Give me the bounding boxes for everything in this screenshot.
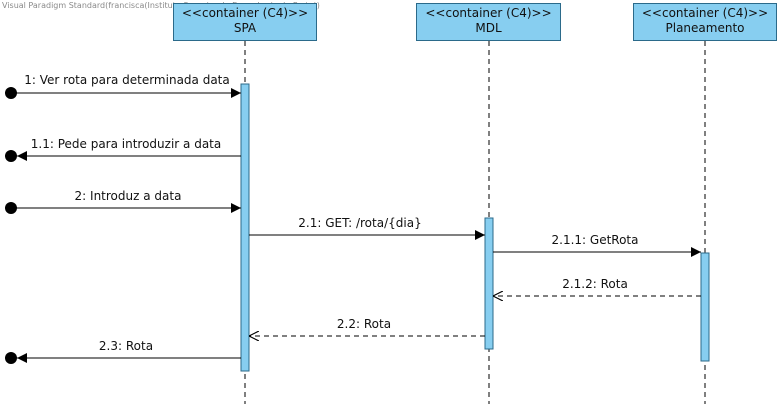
message-label-1: 1: Ver rota para determinada data bbox=[24, 73, 229, 87]
message-label-2-3: 2.3: Rota bbox=[99, 339, 153, 353]
participant-spa-name: SPA bbox=[233, 21, 257, 35]
message-label-2: 2: Introduz a data bbox=[75, 189, 182, 203]
message-label-2-1-2: 2.1.2: Rota bbox=[562, 277, 628, 291]
participant-planeamento: <<container (C4)>> Planeamento bbox=[633, 3, 777, 41]
activation-mdl bbox=[484, 217, 494, 350]
lost-message-dot-2-3 bbox=[5, 352, 17, 364]
message-label-2-2: 2.2: Rota bbox=[337, 317, 391, 331]
participant-planeamento-name: Planeamento bbox=[665, 21, 745, 35]
message-label-1-1: 1.1: Pede para introduzir a data bbox=[31, 137, 221, 151]
lost-message-dot-1-1 bbox=[5, 150, 17, 162]
message-label-2-1-1: 2.1.1: GetRota bbox=[552, 233, 639, 247]
participant-spa: <<container (C4)>> SPA bbox=[173, 3, 317, 41]
participant-mdl-name: MDL bbox=[475, 21, 502, 35]
activation-spa bbox=[240, 83, 250, 372]
message-label-2-1: 2.1: GET: /rota/{dia} bbox=[298, 216, 421, 230]
participant-mdl: <<container (C4)>> MDL bbox=[416, 3, 561, 41]
participant-mdl-stereotype: <<container (C4)>> bbox=[425, 6, 552, 20]
participant-spa-stereotype: <<container (C4)>> bbox=[181, 6, 309, 20]
watermark: Visual Paradigm Standard(francisca(Insti… bbox=[2, 1, 320, 10]
activation-planeamento bbox=[700, 252, 710, 362]
participant-planeamento-stereotype: <<container (C4)>> bbox=[641, 6, 769, 20]
